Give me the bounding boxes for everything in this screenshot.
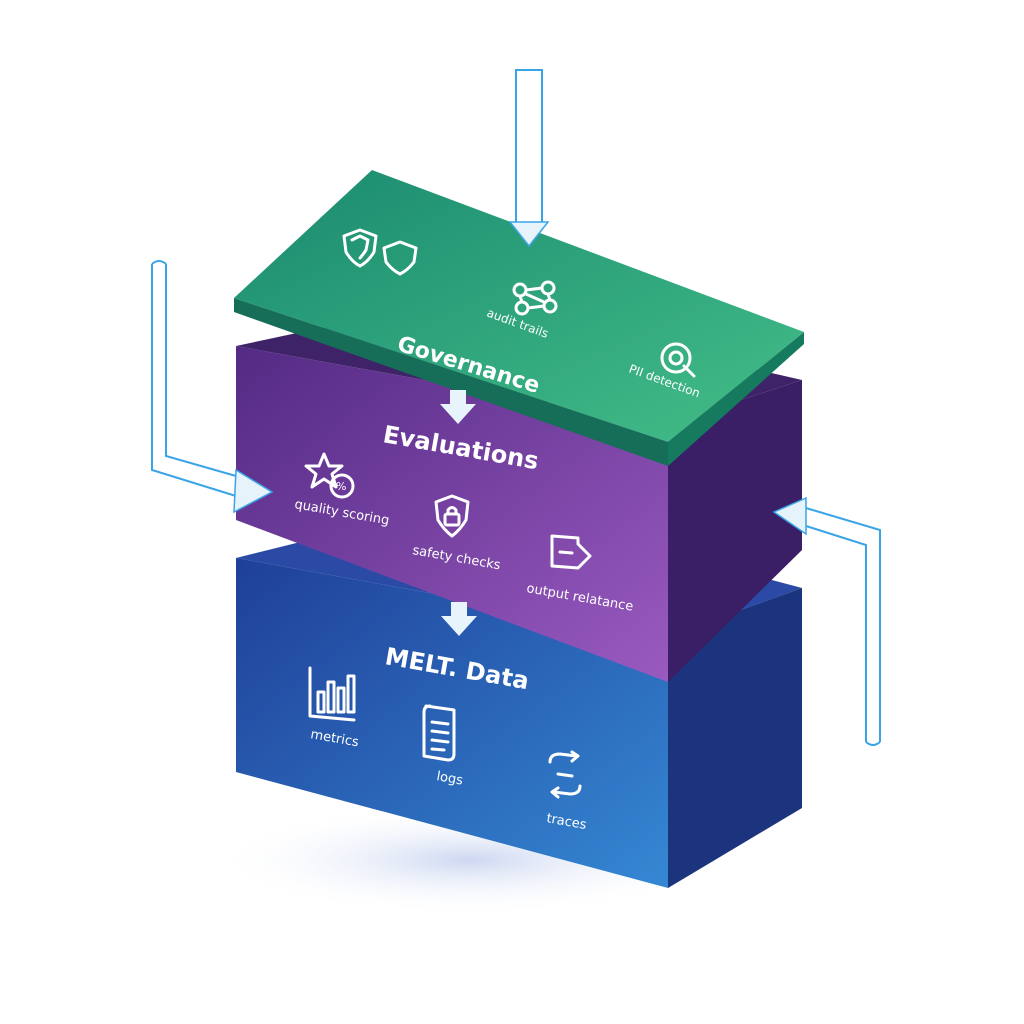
top-connector-arrowhead [508, 221, 550, 248]
audit-trails-icon [512, 280, 558, 316]
top-connector-line [515, 69, 543, 235]
right-connector-arrowhead [772, 496, 807, 536]
shields-icon [342, 228, 418, 276]
svg-text:%: % [336, 480, 346, 493]
melt-side-face [668, 588, 802, 888]
output-relevance-icon [550, 534, 592, 570]
melt-item-logs: logs [435, 769, 464, 788]
governance-side-face [668, 332, 804, 466]
quality-scoring-icon: % [304, 452, 355, 499]
flow-arrow-governance-to-evaluations [440, 390, 476, 424]
flow-arrow-evaluations-to-melt [441, 602, 477, 636]
evaluations-side-face [668, 380, 802, 682]
left-connector-line [151, 260, 237, 497]
right-connector-line [805, 507, 881, 746]
governance-front-face [234, 298, 668, 466]
safety-checks-icon [434, 494, 470, 538]
traces-icon [548, 750, 582, 799]
metrics-icon [308, 666, 356, 722]
pii-detection-icon [660, 342, 696, 378]
left-connector-arrowhead [233, 468, 274, 514]
logs-icon [422, 704, 456, 762]
melt-item-traces: traces [545, 811, 588, 833]
